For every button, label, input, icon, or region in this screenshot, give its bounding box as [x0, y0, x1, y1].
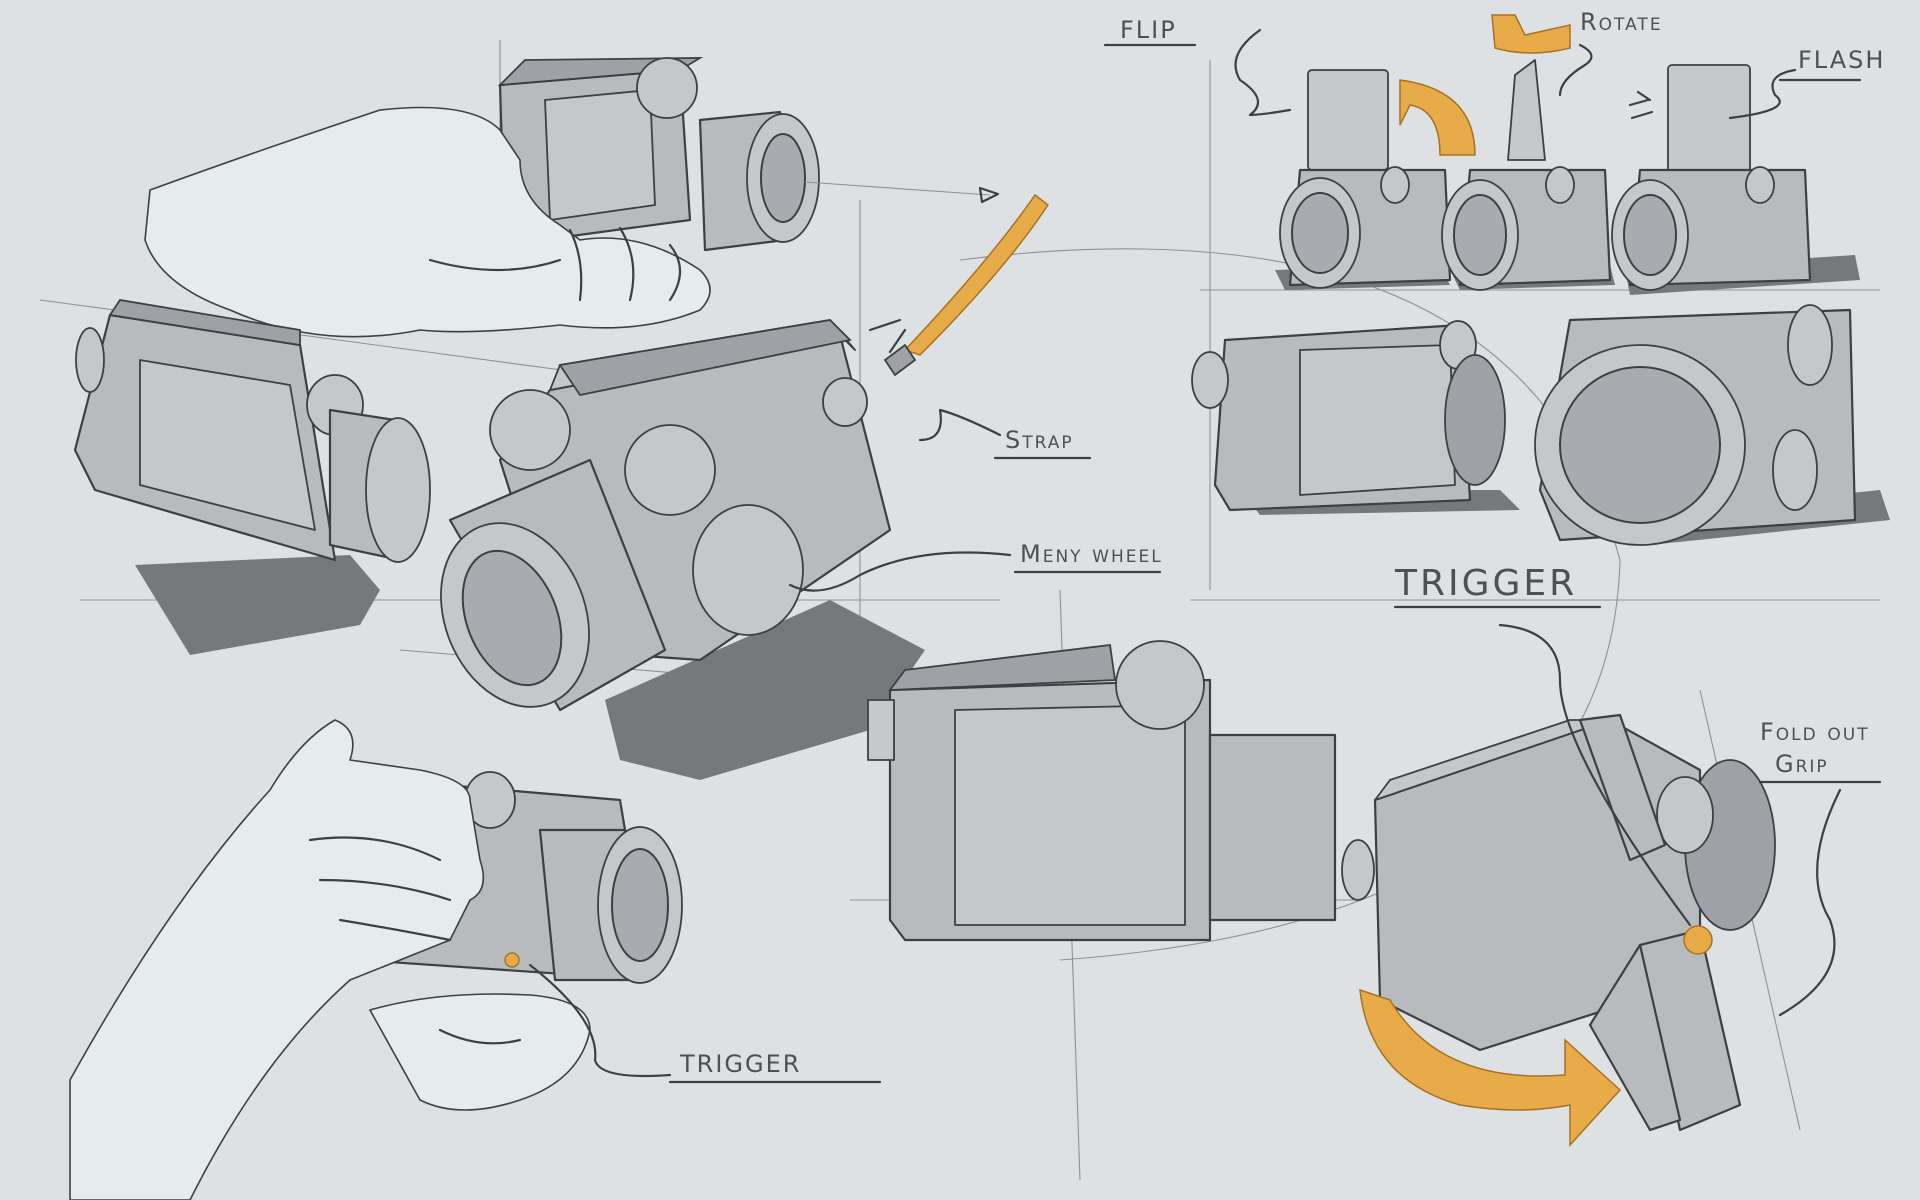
annotation-labels: FLIP Rotate FLASH Strap Meny wheel TRIGG… [668, 8, 1885, 1084]
camera-sketch-right-side [1191, 320, 1520, 515]
label-menu-wheel: Meny wheel [1020, 540, 1163, 568]
camera-sketch-fold-out-grip [1341, 713, 1776, 1147]
strap-sketch[interactable] [883, 193, 1050, 377]
camera-sketch-top-held [497, 57, 1000, 252]
label-fold-out: Fold out [1760, 718, 1870, 746]
hand-sketch-top [144, 106, 711, 338]
camera-sketch-side-view [867, 640, 1337, 942]
flash-variant-flash [1611, 64, 1860, 295]
label-flip: FLIP [1120, 16, 1177, 44]
label-grip: Grip [1775, 750, 1829, 778]
label-strap: Strap [1005, 426, 1074, 454]
camera-sketch-right-front [1534, 304, 1890, 546]
camera-sketch-left-tilted [73, 299, 431, 655]
trigger-button[interactable] [504, 952, 520, 968]
camera-sketch-center-main [440, 318, 925, 780]
flash-variant-flip [1275, 69, 1476, 290]
label-trigger-large: TRIGGER [1394, 563, 1577, 604]
leader-lines [528, 28, 1842, 1078]
label-flash: FLASH [1798, 46, 1885, 74]
grip-trigger-button[interactable] [1683, 925, 1713, 955]
flash-variant-rotate [1441, 14, 1615, 291]
label-rotate: Rotate [1580, 8, 1663, 36]
hand-sketch-bottom [69, 719, 591, 1200]
label-trigger-small: TRIGGER [679, 1050, 801, 1078]
